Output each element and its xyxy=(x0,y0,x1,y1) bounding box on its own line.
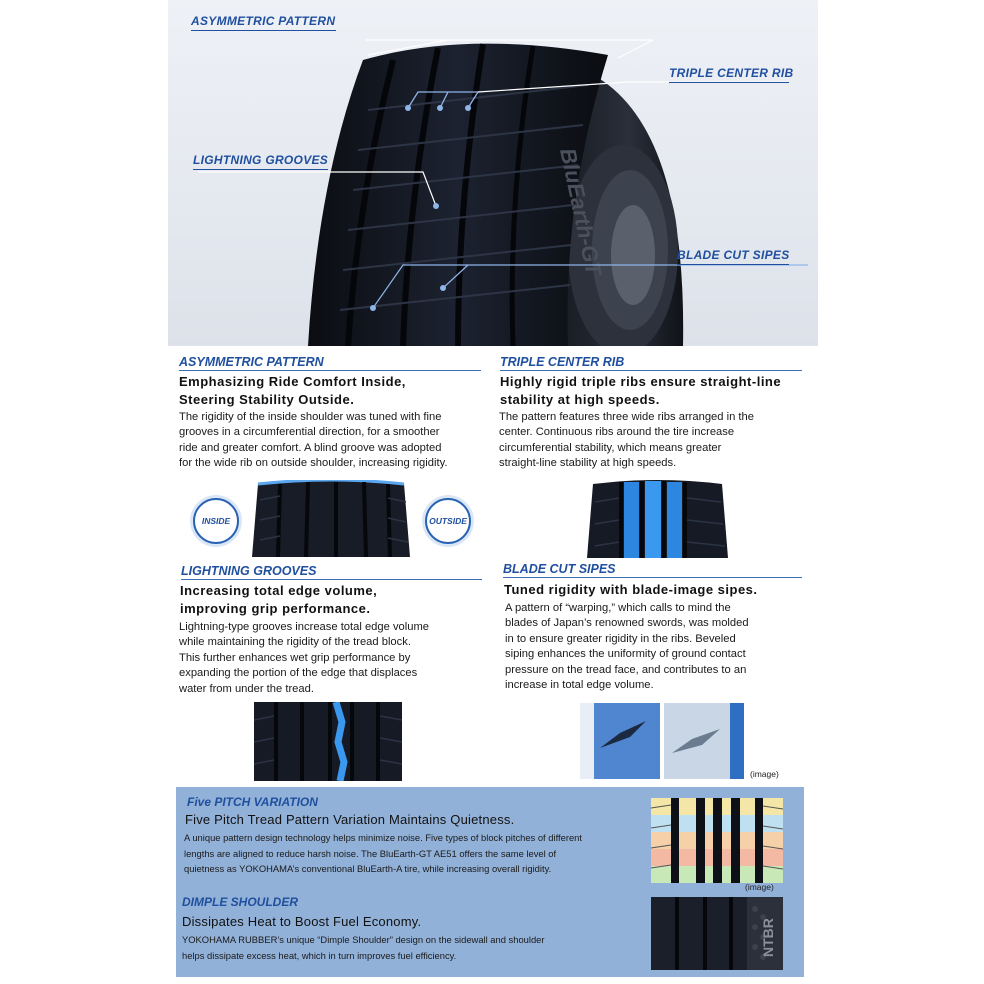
headline-line: Tuned rigidity with blade-image sipes. xyxy=(504,582,758,597)
dimple-shoulder-image: NTBR xyxy=(651,897,783,970)
hero-tire-image: BluEarth-GT xyxy=(168,0,818,346)
dimple-headline: Dissipates Heat to Boost Fuel Economy. xyxy=(182,914,422,929)
callout-asymmetric-pattern: ASYMMETRIC PATTERN xyxy=(191,14,336,31)
body-line: straight-line stability at high speeds. xyxy=(499,457,677,470)
headline-line: Emphasizing Ride Comfort Inside, xyxy=(179,374,406,389)
body-line: This further enhances wet grip performan… xyxy=(179,651,411,664)
lightning-headline: Increasing total edge volume, improving … xyxy=(180,582,377,618)
callout-blade-cut-sipes: BLADE CUT SIPES xyxy=(677,248,789,265)
headline-line: stability at high speeds. xyxy=(500,392,660,407)
body-line: center. Continuous ribs around the tire … xyxy=(499,426,735,439)
blade-body: A pattern of “warping,” which calls to m… xyxy=(505,601,815,693)
section-title: TRIPLE CENTER RIB xyxy=(500,355,625,369)
body-line: lengths are aligned to reduce harsh nois… xyxy=(184,847,557,859)
sipe-illustration xyxy=(580,703,744,779)
rib-illustration xyxy=(587,480,728,558)
asymmetric-tread-image xyxy=(250,478,412,558)
callout-lightning-grooves: LIGHTNING GROOVES xyxy=(193,153,328,170)
tread-illustration xyxy=(252,478,410,558)
body-line: in to ensure greater rigidity in the rib… xyxy=(505,632,736,645)
section-rule xyxy=(181,579,482,580)
outside-badge: OUTSIDE xyxy=(425,498,471,544)
blade-headline: Tuned rigidity with blade-image sipes. xyxy=(504,581,758,599)
headline-line: improving grip performance. xyxy=(180,601,371,616)
dimple-body: YOKOHAMA RUBBER’s unique “Dimple Shoulde… xyxy=(182,932,632,963)
body-line: blades of Japan’s renowned swords, was m… xyxy=(505,617,749,630)
body-line: siping enhances the uniformity of ground… xyxy=(505,648,746,661)
groove-illustration xyxy=(253,700,403,782)
tire-illustration: BluEarth-GT xyxy=(198,39,808,346)
body-line: A unique pattern design technology helps… xyxy=(184,832,582,843)
body-line: A pattern of “warping,” which calls to m… xyxy=(505,602,731,614)
lightning-groove-image xyxy=(253,700,403,782)
pitch-variation-image xyxy=(650,798,784,883)
section-asymmetric-pattern: ASYMMETRIC PATTERN xyxy=(179,355,481,371)
body-line: The rigidity of the inside shoulder was … xyxy=(179,411,442,423)
headline-line: Steering Stability Outside. xyxy=(179,392,355,407)
section-title: LIGHTNING GROOVES xyxy=(181,564,317,578)
body-line: YOKOHAMA RUBBER’s unique “Dimple Shoulde… xyxy=(182,934,545,945)
body-line: while maintaining the rigidity of the tr… xyxy=(179,636,411,649)
pitch-headline: Five Pitch Tread Pattern Variation Maint… xyxy=(185,812,515,827)
section-title: ASYMMETRIC PATTERN xyxy=(179,355,324,369)
headline-line: Highly rigid triple ribs ensure straight… xyxy=(500,374,782,389)
body-line: pressure on the tread face, and contribu… xyxy=(505,663,747,676)
svg-text:NTBR: NTBR xyxy=(760,918,776,957)
inside-badge: INSIDE xyxy=(193,498,239,544)
triple-headline: Highly rigid triple ribs ensure straight… xyxy=(500,373,781,409)
section-rule xyxy=(503,577,802,578)
blade-sipe-image xyxy=(580,703,744,779)
body-line: for the wide rib on outside shoulder, in… xyxy=(179,457,448,470)
dimple-title: DIMPLE SHOULDER xyxy=(182,895,299,909)
body-line: The pattern features three wide ribs arr… xyxy=(499,411,754,423)
pitch-illustration xyxy=(650,798,784,883)
body-line: water from under the tread. xyxy=(179,682,314,695)
body-line: increase in total edge volume. xyxy=(505,679,654,692)
blade-image-caption: (image) xyxy=(750,769,779,779)
body-line: quietness as YOKOHAMA’s conventional Blu… xyxy=(184,863,552,874)
section-triple-center-rib: TRIPLE CENTER RIB xyxy=(500,355,802,371)
triple-rib-image xyxy=(587,480,728,558)
pitch-title: Five PITCH VARIATION xyxy=(187,795,318,809)
section-title: BLADE CUT SIPES xyxy=(503,562,616,576)
callout-triple-center-rib: TRIPLE CENTER RIB xyxy=(669,66,793,83)
section-lightning-grooves: LIGHTNING GROOVES xyxy=(181,564,482,580)
body-line: expanding the portion of the edge that d… xyxy=(179,667,418,680)
section-rule xyxy=(500,370,802,371)
dimple-illustration: NTBR xyxy=(651,897,783,970)
asymmetric-headline: Emphasizing Ride Comfort Inside, Steerin… xyxy=(179,373,406,409)
body-line: grooves in a circumferential direction, … xyxy=(179,426,440,439)
body-line: circumferential stability, which means g… xyxy=(499,441,722,454)
pitch-image-caption: (image) xyxy=(745,882,774,892)
lightning-body: Lightning-type grooves increase total ed… xyxy=(179,620,494,697)
body-line: helps dissipate excess heat, which in tu… xyxy=(182,949,457,961)
asymmetric-body: The rigidity of the inside shoulder was … xyxy=(179,410,494,472)
section-rule xyxy=(179,370,481,371)
section-blade-cut-sipes: BLADE CUT SIPES xyxy=(503,562,802,578)
headline-line: Increasing total edge volume, xyxy=(180,583,378,598)
body-line: ride and greater comfort. A blind groove… xyxy=(179,441,442,454)
body-line: Lightning-type grooves increase total ed… xyxy=(179,621,430,633)
pitch-body: A unique pattern design technology helps… xyxy=(184,830,634,877)
triple-body: The pattern features three wide ribs arr… xyxy=(499,410,814,472)
